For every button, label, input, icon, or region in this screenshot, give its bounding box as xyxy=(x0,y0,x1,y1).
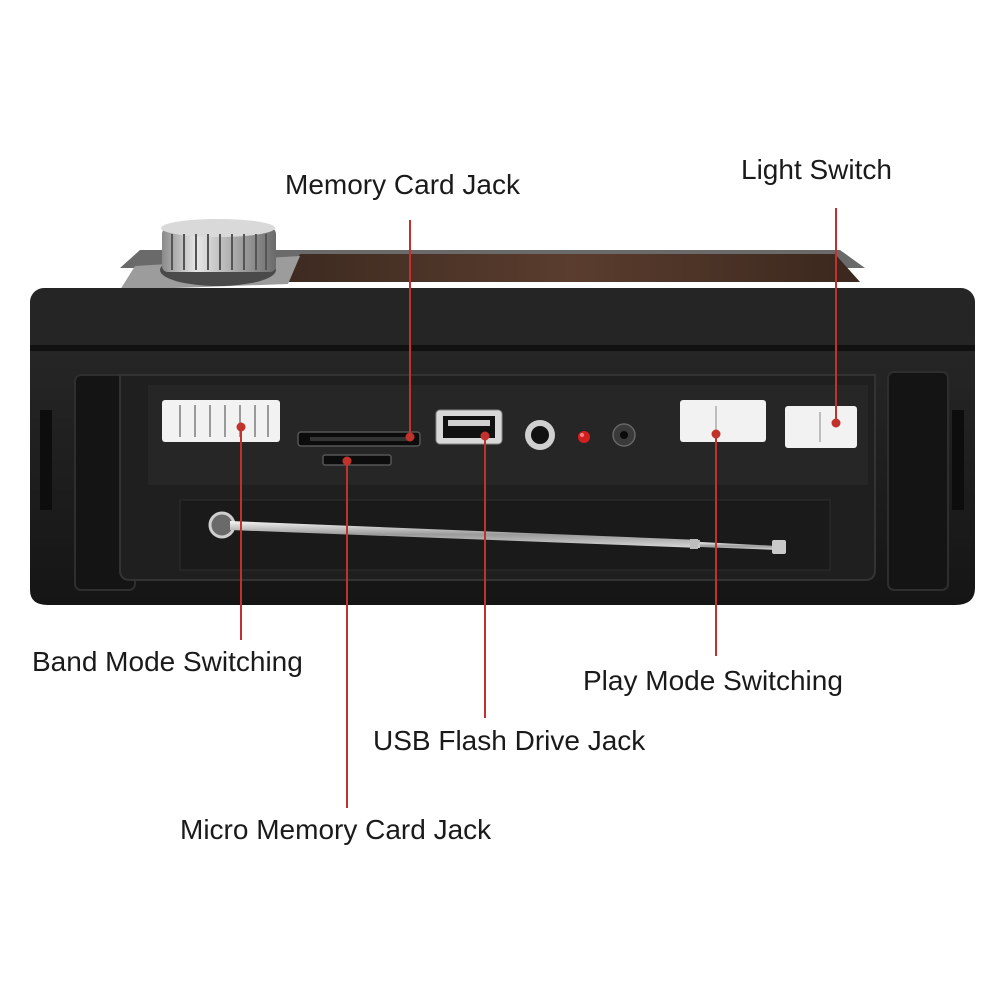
label-memory-card-jack: Memory Card Jack xyxy=(285,169,520,200)
play-mode-switch[interactable] xyxy=(680,400,766,442)
label-micro-memory-card-jack: Micro Memory Card Jack xyxy=(180,814,492,845)
led-indicator xyxy=(578,431,590,443)
knob-icon xyxy=(160,219,276,286)
label-usb-flash-drive-jack: USB Flash Drive Jack xyxy=(373,725,646,756)
audio-jack[interactable] xyxy=(525,420,555,450)
band-mode-switch[interactable] xyxy=(162,400,280,442)
leader-lines xyxy=(236,208,841,808)
usb-port[interactable] xyxy=(435,409,503,445)
label-play-mode-switching: Play Mode Switching xyxy=(583,665,843,696)
memory-card-slot[interactable] xyxy=(297,431,421,447)
label-band-mode-switching: Band Mode Switching xyxy=(32,646,303,677)
power-jack[interactable] xyxy=(612,423,636,447)
label-light-switch: Light Switch xyxy=(741,154,892,185)
micro-memory-card-slot[interactable] xyxy=(322,454,392,466)
light-switch[interactable] xyxy=(785,406,857,448)
